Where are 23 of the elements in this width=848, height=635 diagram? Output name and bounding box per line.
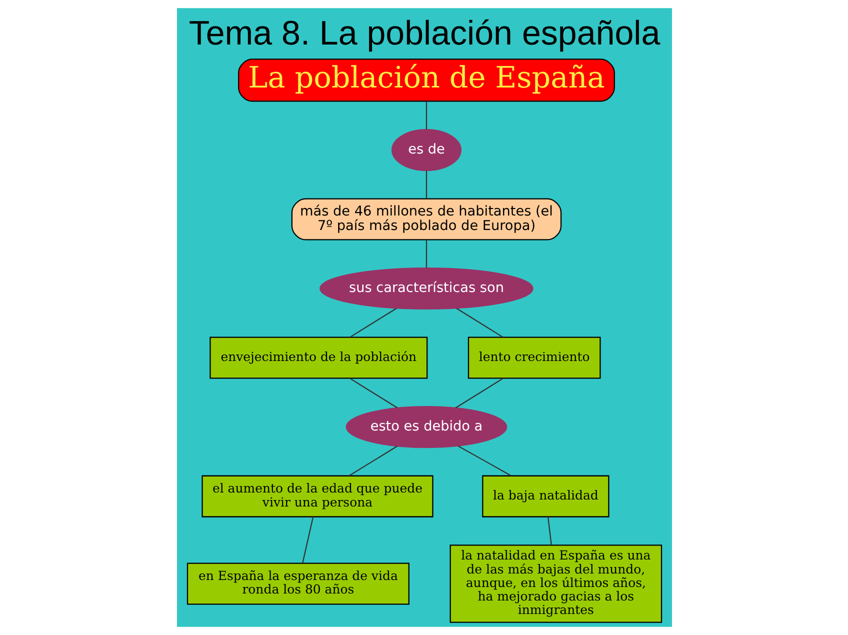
connector	[349, 308, 396, 338]
node-ellipse: esto es debido a	[345, 406, 507, 448]
node-box: envejecimiento de la población	[209, 336, 428, 379]
node-box: La población de España	[238, 58, 614, 102]
node-ellipse: sus características son	[319, 268, 533, 310]
connector	[546, 516, 552, 545]
connector	[425, 240, 427, 268]
node-box: lento crecimiento	[467, 336, 600, 379]
connector	[457, 445, 511, 476]
connector	[454, 378, 503, 408]
connector	[425, 170, 427, 199]
connector	[302, 516, 314, 564]
diagram-title: Tema 8. La población española	[188, 14, 660, 52]
node-box: la baja natalidad	[482, 475, 609, 518]
connector	[349, 378, 398, 408]
connector	[425, 101, 427, 130]
node-ellipse: es de	[390, 129, 461, 172]
connector	[456, 308, 503, 338]
node-box: más de 46 millones de habitantes (el 7º país más poblado de Europa)	[290, 198, 562, 240]
connector	[348, 446, 398, 476]
node-box: la natalidad en España es una de las más bajas del mundo, aunque, en los últimos años, ha mejorado gacias a los inmigrantes	[449, 544, 662, 623]
node-box: el aumento de la edad que puede vivir una persona	[201, 475, 433, 518]
node-box: en España la esperanza de vida ronda los 80 años	[186, 562, 409, 605]
